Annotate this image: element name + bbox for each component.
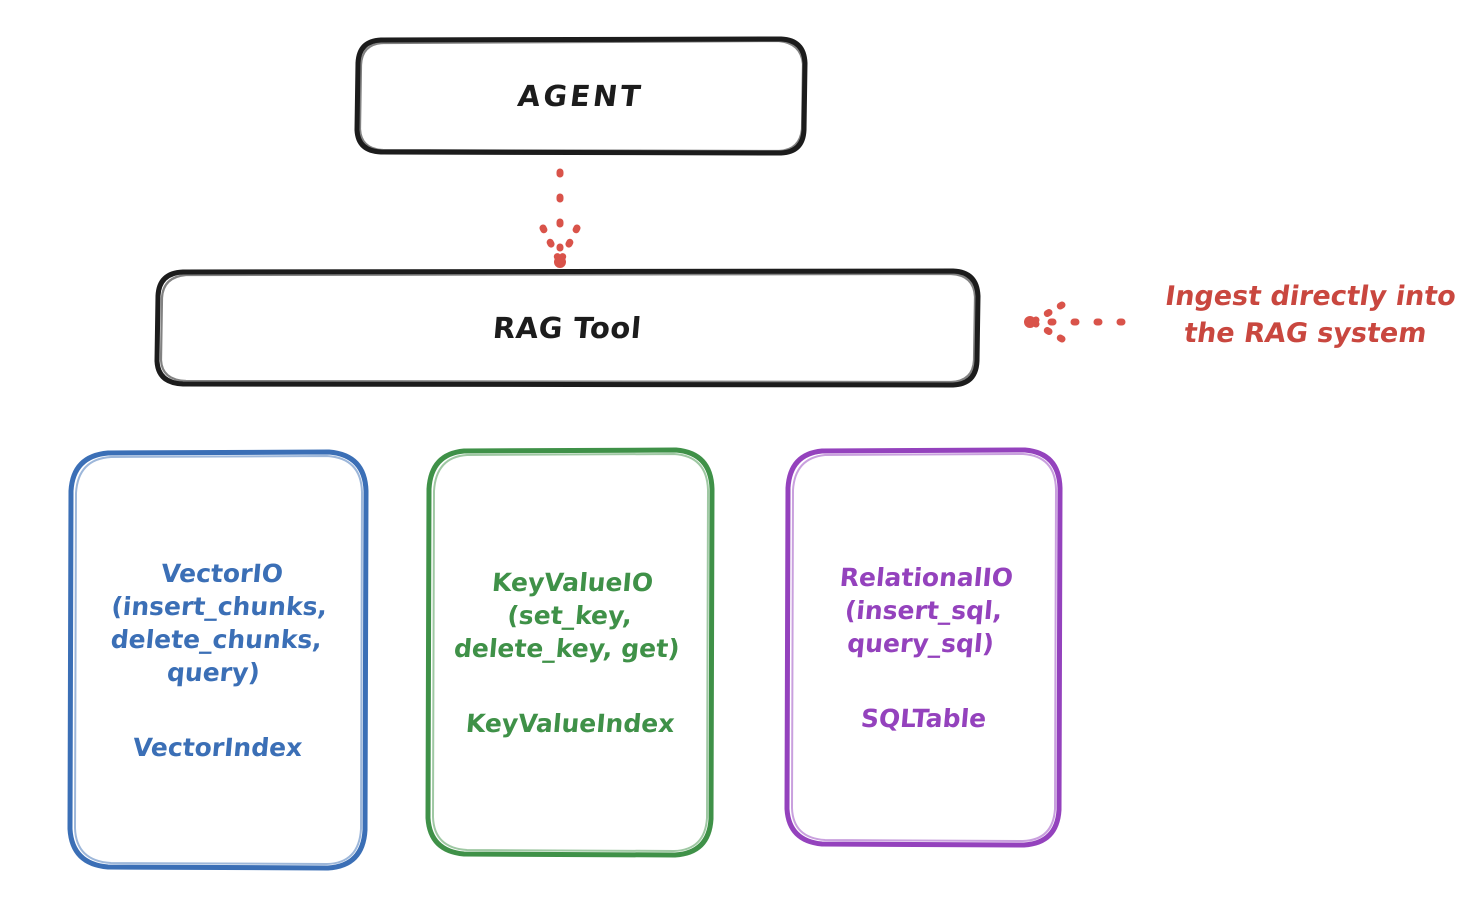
- relational-io-api-label: RelationalIO (insert_sql, query_sql): [838, 562, 1015, 658]
- vector-io-box-outline: [67, 449, 369, 871]
- connector-ingest-to-rag-tool: [1024, 301, 1126, 343]
- agent-box-outline: [354, 36, 808, 156]
- node-rag-tool[interactable]: RAG Tool: [157, 270, 978, 386]
- node-relational-io[interactable]: RelationalIO (insert_sql, query_sql) SQL…: [787, 450, 1060, 845]
- relational-io-box-outline-sketch: [791, 453, 1057, 842]
- connector-agent-to-rag-tool: [539, 168, 581, 268]
- key-value-io-api-label: KeyValueIO (set_key, delete_key, get): [453, 567, 682, 663]
- key-value-io-box-outline: [425, 447, 715, 858]
- key-value-io-box-outline-sketch: [432, 453, 709, 852]
- vector-io-index-label: VectorIndex: [132, 732, 304, 762]
- relational-io-box-outline: [784, 447, 1063, 848]
- rag-tool-label: RAG Tool: [491, 311, 644, 345]
- key-value-io-index-label: KeyValueIndex: [464, 708, 676, 738]
- node-agent[interactable]: AGENT: [357, 38, 805, 154]
- node-vector-io[interactable]: VectorIO (insert_chunks, delete_chunks, …: [70, 452, 366, 868]
- relational-io-index-label: SQLTable: [859, 703, 988, 733]
- rag-tool-box-outline: [154, 268, 981, 388]
- ingest-annotation-text: Ingest directly into the RAG system: [1163, 281, 1459, 350]
- agent-box-outline-sketch: [358, 39, 805, 153]
- vector-io-box-outline-sketch: [74, 455, 363, 865]
- vector-io-api-label: VectorIO (insert_chunks, delete_chunks, …: [109, 558, 329, 687]
- agent-label: AGENT: [516, 79, 646, 113]
- node-key-value-io[interactable]: KeyValueIO (set_key, delete_key, get) Ke…: [428, 450, 712, 855]
- rag-tool-box-outline-sketch: [159, 272, 977, 384]
